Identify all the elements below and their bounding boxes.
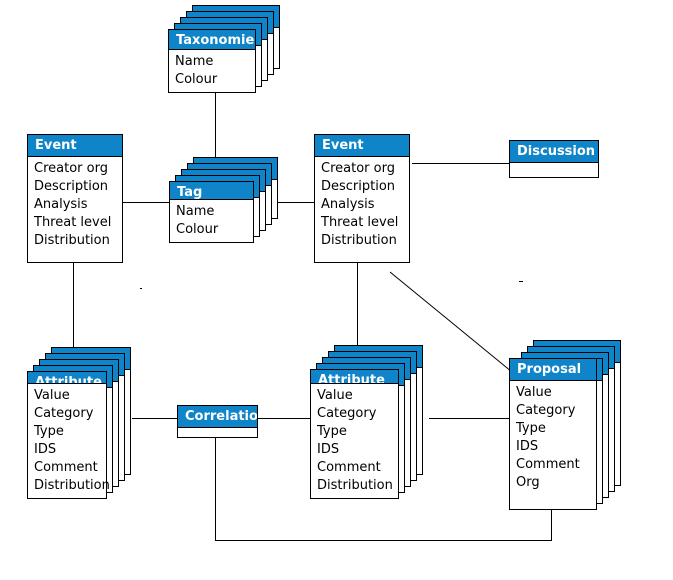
entity-title: Proposal (510, 359, 596, 381)
entity-discussion[interactable]: Discussion (509, 140, 599, 178)
entity-fields: Name Colour (170, 200, 253, 242)
entity-fields: Value Category Type IDS Comment Distribu… (311, 384, 398, 498)
entity-fields: Value Category Type IDS Comment Org (510, 381, 596, 509)
entity-field: Name (175, 54, 214, 69)
connector-event-right-attribute-middle (357, 263, 358, 346)
entity-field: Description (34, 179, 109, 194)
entity-card-correlation[interactable]: Correlation (177, 405, 258, 438)
entity-field: Type (34, 424, 64, 439)
entity-event-left[interactable]: Event Creator org Description Analysis T… (27, 134, 123, 263)
connector-bottom-up-proposal (551, 510, 552, 541)
entity-field: Distribution (317, 478, 393, 493)
entity-field: Type (317, 424, 347, 439)
entity-field: Category (317, 406, 377, 421)
connector-attribute-middle-proposal (429, 418, 510, 419)
entity-attribute-middle[interactable]: Attribute Value Category Type IDS Commen… (310, 345, 431, 499)
entity-field: IDS (317, 442, 340, 457)
connector-attribute-left-correlation (132, 418, 178, 419)
entity-field: IDS (516, 439, 539, 454)
connector-correlation-attribute-middle (258, 418, 310, 419)
entity-fields: Name Colour (169, 50, 255, 92)
entity-field: Category (34, 406, 94, 421)
entity-field: Creator org (321, 161, 395, 176)
entity-title: Attribute (311, 370, 398, 384)
connector-event-left-tag (122, 202, 170, 203)
entity-field: Comment (516, 457, 580, 472)
entity-correlation[interactable]: Correlation (177, 405, 258, 438)
entity-fields: Value Category Type IDS Comment Distribu… (28, 384, 110, 498)
entity-title: Event (28, 135, 122, 157)
connector-event-right-discussion (412, 163, 510, 164)
connector-tag-event-right (272, 202, 314, 203)
entity-field: Name (176, 204, 215, 219)
entity-proposal[interactable]: Proposal Value Category Type IDS Comment… (509, 340, 629, 510)
entity-taxonomies[interactable]: Taxonomies Name Colour (168, 5, 283, 95)
scan-speck (519, 281, 523, 282)
entity-field: Threat level (321, 215, 399, 230)
entity-fields (178, 428, 257, 437)
entity-card-discussion[interactable]: Discussion (509, 140, 599, 178)
connector-taxonomies-tag (215, 92, 216, 158)
entity-card-tag[interactable]: Tag Name Colour (169, 181, 254, 243)
entity-field: Distribution (34, 478, 110, 493)
entity-field: Comment (34, 460, 98, 475)
entity-field: Colour (176, 222, 219, 237)
entity-field: Value (34, 388, 70, 403)
entity-title: Correlation (178, 406, 257, 428)
entity-title: Discussion (510, 141, 598, 163)
entity-field: Creator org (34, 161, 108, 176)
scan-speck (140, 288, 142, 289)
entity-fields: Creator org Description Analysis Threat … (28, 157, 122, 262)
entity-tag[interactable]: Tag Name Colour (169, 157, 279, 243)
connector-bottom-run (215, 540, 552, 541)
entity-field: IDS (34, 442, 57, 457)
entity-field: Analysis (34, 197, 88, 212)
entity-attribute-left[interactable]: Attribute Value Category Type IDS Commen… (27, 347, 139, 499)
entity-card-attribute-middle[interactable]: Attribute Value Category Type IDS Commen… (310, 369, 399, 499)
entity-field: Org (516, 475, 540, 490)
entity-title: Event (315, 135, 409, 157)
entity-field: Analysis (321, 197, 375, 212)
entity-title: Tag (170, 182, 253, 200)
entity-card-event-left[interactable]: Event Creator org Description Analysis T… (27, 134, 123, 263)
entity-field: Colour (175, 72, 218, 87)
entity-field: Description (321, 179, 396, 194)
connector-correlation-bottom-down (215, 437, 216, 540)
entity-field: Distribution (34, 233, 110, 248)
entity-field: Value (317, 388, 353, 403)
entity-event-right[interactable]: Event Creator org Description Analysis T… (314, 134, 410, 263)
entity-field: Type (516, 421, 546, 436)
entity-field: Distribution (321, 233, 397, 248)
entity-card-proposal[interactable]: Proposal Value Category Type IDS Comment… (509, 358, 597, 510)
entity-field: Threat level (34, 215, 112, 230)
entity-title: Attribute (28, 372, 106, 384)
entity-card-attribute-left[interactable]: Attribute Value Category Type IDS Commen… (27, 371, 110, 499)
entity-card-event-right[interactable]: Event Creator org Description Analysis T… (314, 134, 410, 263)
entity-field: Comment (317, 460, 381, 475)
entity-card-taxonomies[interactable]: Taxonomies Name Colour (168, 29, 256, 93)
connector-event-left-attribute-left (73, 262, 74, 347)
entity-field: Category (516, 403, 576, 418)
entity-fields: Creator org Description Analysis Threat … (315, 157, 409, 262)
entity-fields (510, 163, 598, 177)
entity-field: Value (516, 385, 552, 400)
entity-title: Taxonomies (169, 30, 255, 50)
